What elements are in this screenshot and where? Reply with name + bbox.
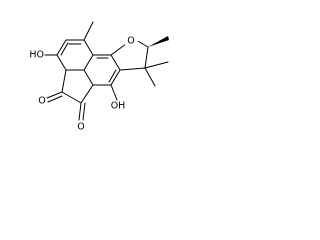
bond bbox=[82, 102, 86, 121]
bond bbox=[80, 84, 94, 104]
bond bbox=[83, 54, 94, 71]
bond bbox=[144, 67, 156, 87]
bonds bbox=[44, 21, 169, 121]
bond bbox=[144, 61, 169, 69]
ring-oxygen-label: O bbox=[127, 36, 134, 47]
label-mask bbox=[125, 35, 138, 48]
bond bbox=[61, 69, 67, 93]
bond bbox=[119, 67, 146, 71]
ketone-oxygen-label: O bbox=[38, 96, 45, 107]
bond bbox=[144, 46, 149, 69]
bond bbox=[78, 102, 82, 121]
bond bbox=[56, 39, 67, 56]
bond bbox=[60, 42, 69, 56]
hydroxyl-lower-label: OH bbox=[111, 101, 126, 112]
ketone-oxygen-label: O bbox=[77, 122, 84, 133]
atom-labels: O HO OH O O bbox=[29, 35, 138, 133]
bond bbox=[110, 69, 121, 86]
bond bbox=[83, 21, 94, 41]
bond bbox=[110, 84, 118, 101]
bond bbox=[46, 91, 63, 99]
bond bbox=[56, 54, 67, 71]
bond bbox=[110, 54, 121, 71]
bond bbox=[83, 69, 94, 86]
bond bbox=[61, 91, 82, 104]
bond bbox=[108, 69, 117, 83]
bond bbox=[83, 39, 94, 56]
wedge-bond bbox=[148, 36, 169, 47]
bond bbox=[110, 43, 127, 56]
hydroxyl-upper-label: HO bbox=[29, 50, 44, 61]
bond bbox=[47, 95, 63, 103]
chemical-structure-diagram: O HO OH O O bbox=[29, 21, 169, 133]
